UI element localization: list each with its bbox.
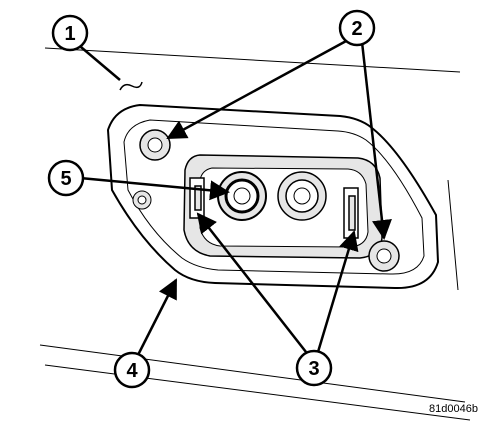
retaining-tab-right [343,187,359,239]
screw-upper-inner [147,137,163,153]
callout-2-number: 2 [351,18,362,40]
panel-line-right-edge [447,179,459,291]
callout-1-number: 1 [64,23,75,45]
retaining-tab-left [189,177,205,219]
leader-2-upper-screw [166,38,349,140]
panel-line-lower-1 [39,344,466,403]
callout-5-number: 5 [60,168,71,190]
figure-id-label: 81d0046b [429,403,478,415]
callout-3-number: 3 [308,358,319,380]
mounting-screw-upper [139,129,171,161]
panel-reference-squiggle [119,81,143,91]
housing-inner-rim [123,119,425,275]
leader-2-lower-screw [360,41,392,240]
leader-3-right-tab [316,230,359,353]
leader-lines [74,38,392,356]
callout-1: 1 [51,14,89,52]
leader-5 [79,176,230,201]
panel-line-lower-2 [44,364,471,421]
leader-4 [136,278,178,356]
screw-lower-inner [376,248,392,264]
callout-4: 4 [113,351,151,389]
callout-4-number: 4 [126,360,138,382]
leader-1 [74,41,121,81]
callout-5: 5 [47,159,85,197]
locating-pin [132,190,152,210]
mounting-screw-lower [368,240,400,272]
panel-line-upper [44,47,461,73]
bulb-socket-right [277,171,327,221]
callout-3: 3 [295,349,333,387]
bulb-socket-left [217,171,267,221]
leader-3-left-tab [196,212,307,353]
callout-2: 2 [338,9,376,47]
